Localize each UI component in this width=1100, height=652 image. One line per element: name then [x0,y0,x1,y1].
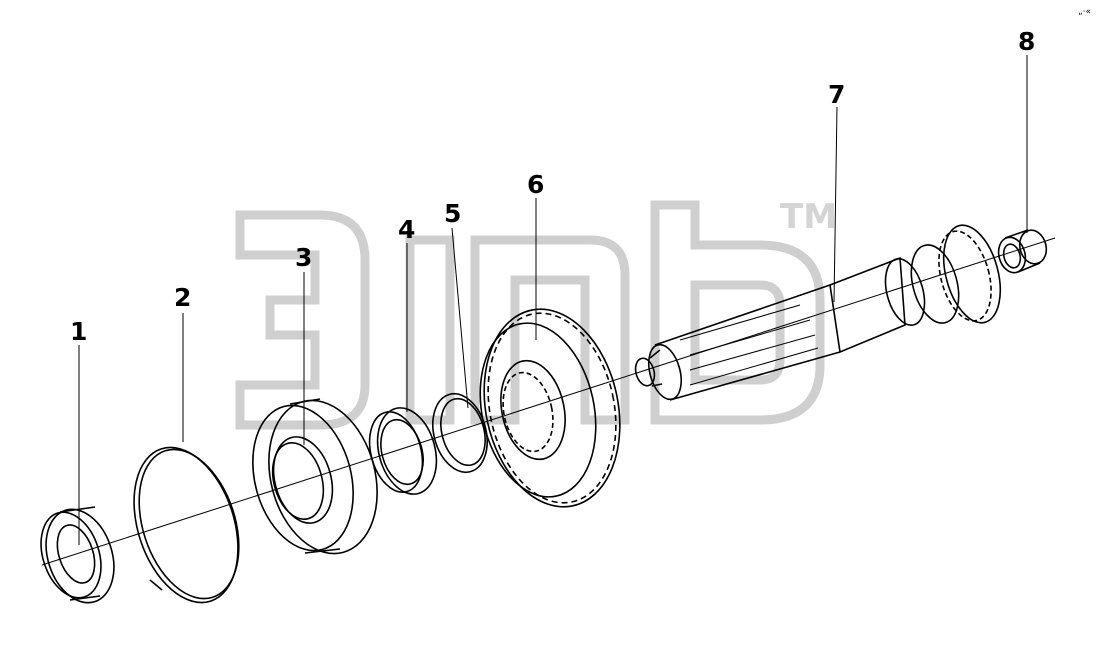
callout-1: 1 [70,317,87,346]
part-5-retaining-ring [432,392,488,474]
callout-4: 4 [398,215,415,244]
assembly-axis [41,237,1056,566]
callout-7: 7 [828,80,845,109]
part-8-bushing [997,229,1048,274]
callout-6: 6 [527,170,544,199]
part-2-snap-ring [133,446,240,604]
callout-labels: 1 2 3 4 5 6 7 8 [70,27,1035,346]
callout-3: 3 [295,243,312,272]
part-7-shaft [634,224,1002,401]
callout-2: 2 [174,283,191,312]
part-6-gear [479,308,621,508]
part-1-nut [40,506,115,604]
callout-5: 5 [444,199,461,228]
part-4-spacer [368,407,438,495]
corner-mark: „·« [1078,7,1091,17]
callout-8: 8 [1018,27,1035,56]
trademark-mark: TM [780,197,837,237]
leader-lines [78,55,1028,545]
watermark-logo: TM [235,197,837,430]
